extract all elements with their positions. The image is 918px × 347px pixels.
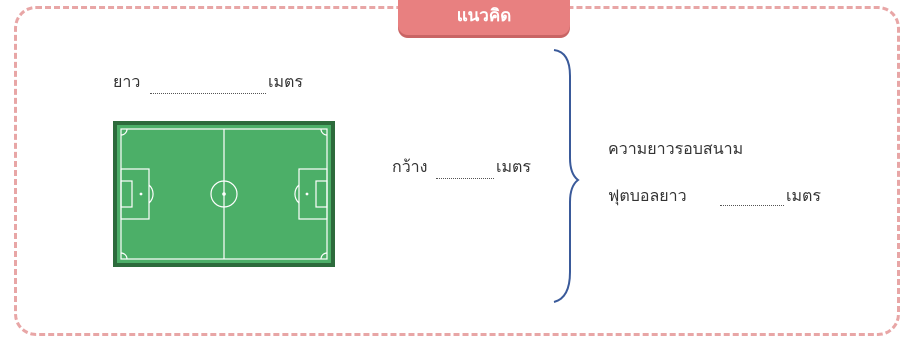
- width-prefix-label: กว้าง: [392, 157, 428, 176]
- curly-brace-icon: [553, 49, 580, 303]
- perimeter-unit-label: เมตร: [786, 186, 821, 205]
- perimeter-label-line1: ความยาวรอบสนาม: [608, 139, 744, 158]
- width-unit-label: เมตร: [496, 157, 531, 176]
- length-unit-label: เมตร: [268, 72, 303, 91]
- length-blank[interactable]: [150, 93, 266, 94]
- concept-frame: แนวคิด: [14, 0, 900, 336]
- soccer-field-icon: [113, 121, 335, 267]
- concept-title: แนวคิด: [456, 6, 512, 26]
- concept-title-tab: แนวคิด: [398, 0, 570, 35]
- width-blank[interactable]: [436, 178, 494, 179]
- length-prefix-label: ยาว: [113, 72, 141, 91]
- perimeter-label-line2-prefix: ฟุตบอลยาว: [608, 186, 687, 205]
- perimeter-blank[interactable]: [720, 205, 784, 206]
